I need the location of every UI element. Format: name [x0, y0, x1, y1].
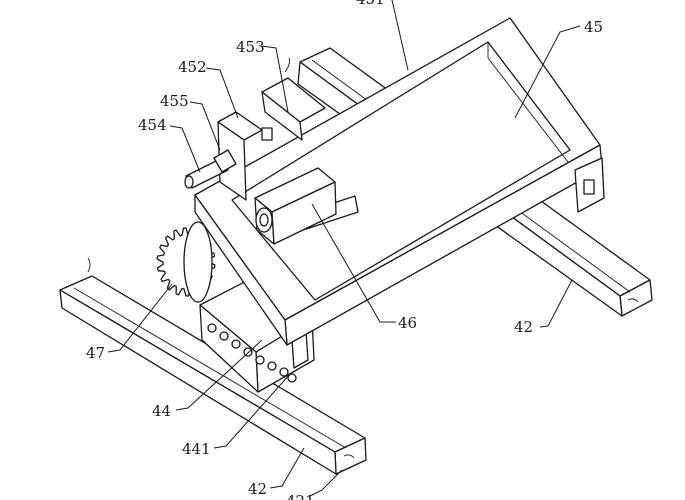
front-rail — [59, 257, 367, 475]
label-46: 46 — [398, 314, 417, 332]
label-44: 44 — [152, 402, 171, 420]
label-452: 452 — [178, 58, 207, 76]
label-455: 455 — [160, 92, 189, 110]
label-421: 421 — [286, 492, 315, 500]
label-42-bottom: 42 — [248, 480, 267, 498]
label-453: 453 — [236, 38, 265, 56]
label-454: 454 — [138, 116, 167, 134]
roller-balls — [207, 323, 297, 383]
main-frame — [194, 17, 605, 346]
leader-lines — [107, 0, 581, 497]
label-47: 47 — [86, 344, 105, 362]
label-42-right: 42 — [514, 318, 533, 336]
labels: 451 45 453 452 455 454 46 42 47 44 441 4… — [86, 0, 603, 500]
motor — [254, 167, 359, 245]
label-45: 45 — [584, 18, 603, 36]
bolt — [184, 149, 237, 189]
gear — [156, 221, 216, 303]
upright-bracket — [261, 57, 326, 141]
label-441: 441 — [182, 440, 211, 458]
label-451: 451 — [356, 0, 385, 8]
